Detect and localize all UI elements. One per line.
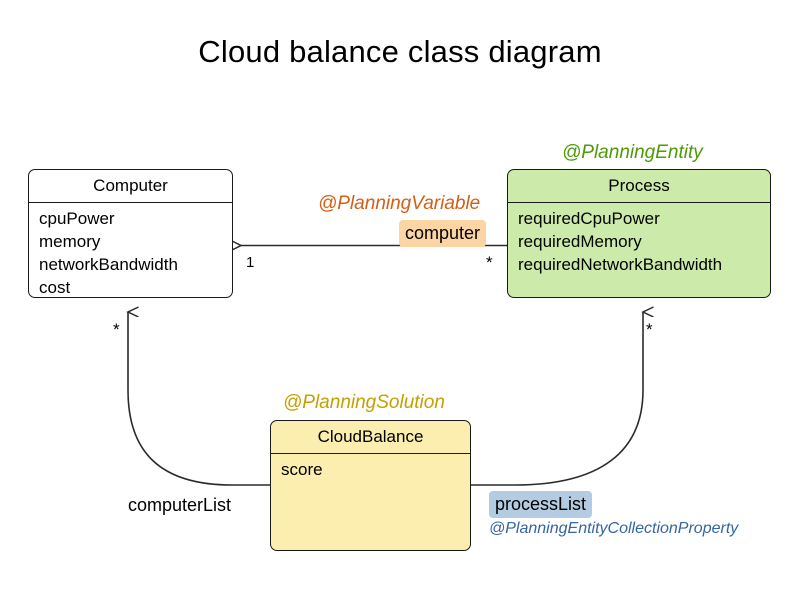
attribute-row: requiredNetworkBandwidth [518,255,723,274]
annotation-planning-entity-collection-property: @PlanningEntityCollectionProperty [489,520,739,537]
uml-class-process[interactable]: Process requiredCpuPower requiredMemory … [507,169,771,298]
class-attributes-cloudbalance: score [271,454,470,481]
attribute-row: memory [39,232,101,251]
connector-cloudbalance-to-process [471,312,643,486]
multiplicity-star-process: * [486,253,493,272]
class-name-computer: Computer [29,170,232,203]
class-name-cloudbalance: CloudBalance [271,421,470,454]
role-label-computer-list: computerList [128,495,232,515]
attribute-row: cost [39,278,71,297]
annotation-planning-solution: @PlanningSolution [283,392,445,413]
attribute-row: networkBandwidth [39,255,178,274]
annotation-planning-entity: @PlanningEntity [562,142,703,163]
connector-cloudbalance-to-computer [128,312,270,486]
attribute-row: cpuPower [39,209,115,228]
uml-class-computer[interactable]: Computer cpuPower memory networkBandwidt… [28,169,233,298]
annotation-planning-variable: @PlanningVariable [318,193,481,214]
class-attributes-computer: cpuPower memory networkBandwidth cost [29,203,232,297]
role-label-process-list: processList [489,491,593,518]
attribute-row: requiredCpuPower [518,209,660,228]
class-name-process: Process [508,170,770,203]
multiplicity-star-computer: * [113,320,120,339]
multiplicity-star-process-bottom: * [646,320,653,339]
attribute-row: requiredMemory [518,232,642,251]
class-attributes-process: requiredCpuPower requiredMemory required… [508,203,770,276]
page-title: Cloud balance class diagram [198,34,602,69]
role-label-computer: computer [399,220,487,247]
attribute-row: score [281,460,323,479]
uml-class-cloudbalance[interactable]: CloudBalance score [270,420,471,551]
multiplicity-one: 1 [246,254,255,271]
